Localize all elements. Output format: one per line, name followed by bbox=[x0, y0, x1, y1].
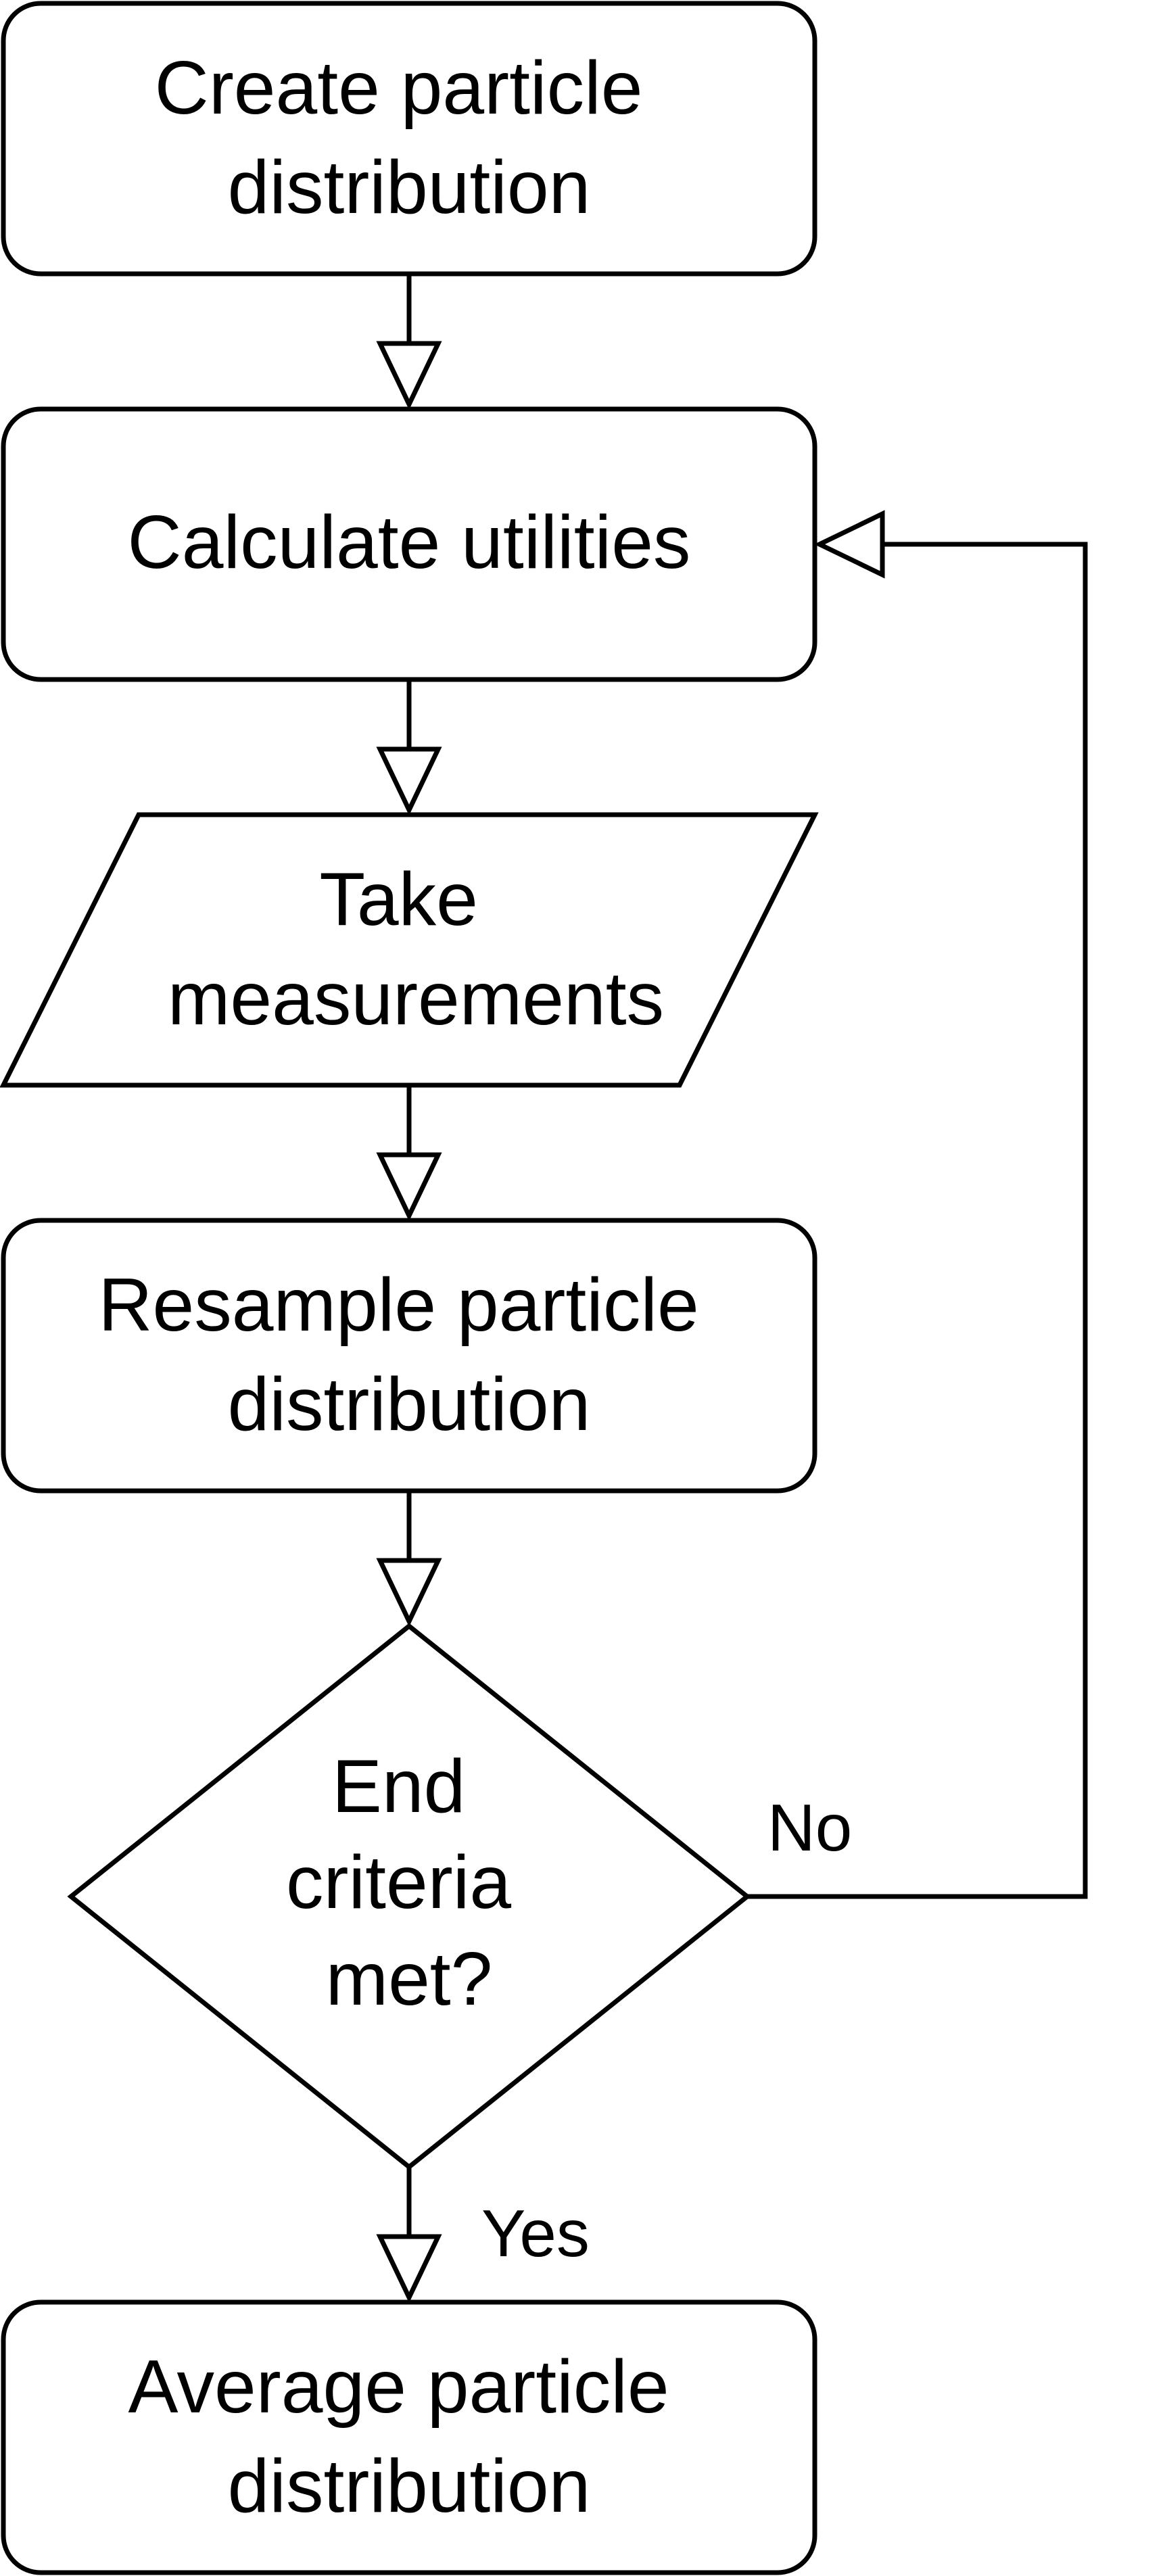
node-calculate-shape bbox=[1, 406, 817, 682]
edge-decision-no-loop bbox=[747, 542, 1088, 1899]
node-resample-line-1: Resample particle bbox=[98, 1263, 698, 1347]
node-average-label: Average particle distribution bbox=[128, 2345, 690, 2528]
node-average-particle-distribution: Average particle distribution bbox=[1, 2299, 817, 2575]
arrowhead-loop-into-calculate bbox=[813, 510, 885, 579]
node-decision-line-2: criteria bbox=[286, 1840, 511, 1924]
node-decision-shape bbox=[67, 1623, 751, 2170]
node-take-measurements: Take measurements bbox=[0, 812, 819, 1088]
node-resample-line-2: distribution bbox=[228, 1362, 591, 1446]
node-resample-label: Resample particle distribution bbox=[98, 1263, 719, 1446]
node-create-line-2: distribution bbox=[228, 145, 591, 229]
node-calculate-utilities: Calculate utilities bbox=[1, 406, 817, 682]
node-end-criteria-decision: End criteria met? bbox=[67, 1623, 751, 2170]
arrowhead-into-average bbox=[376, 2234, 442, 2304]
node-calculate-label: Calculate utilities bbox=[128, 500, 691, 584]
node-calculate-line-1: Calculate utilities bbox=[128, 500, 691, 584]
arrowhead-into-calculate bbox=[376, 341, 442, 410]
node-create-shape bbox=[1, 1, 817, 277]
node-decision-line-3: met? bbox=[326, 1937, 493, 2021]
node-average-line-2: distribution bbox=[228, 2444, 591, 2528]
node-decision-line-1: End bbox=[332, 1744, 466, 1828]
node-create-particle-distribution: Create particle distribution bbox=[1, 1, 817, 277]
node-resample-particle-distribution: Resample particle distribution bbox=[1, 1218, 817, 1494]
arrowhead-into-resample bbox=[376, 1152, 442, 1222]
arrowhead-into-measure bbox=[376, 746, 442, 816]
node-average-shape bbox=[1, 2299, 817, 2575]
node-measure-line-2: measurements bbox=[168, 957, 664, 1041]
arrowheads bbox=[376, 341, 885, 2304]
node-create-line-1: Create particle bbox=[155, 46, 643, 130]
node-create-label: Create particle distribution bbox=[155, 46, 664, 229]
edge-label-yes: Yes bbox=[481, 2196, 590, 2270]
node-average-line-1: Average particle bbox=[128, 2345, 669, 2429]
node-resample-shape bbox=[1, 1218, 817, 1494]
edge-label-no: No bbox=[767, 1790, 852, 1865]
node-decision-label: End criteria met? bbox=[286, 1744, 532, 2021]
edges bbox=[406, 274, 1088, 2237]
node-measure-line-1: Take bbox=[319, 857, 477, 941]
arrowhead-into-decision bbox=[376, 1558, 442, 1627]
node-measure-shape bbox=[0, 812, 819, 1088]
node-measure-label: Take measurements bbox=[168, 857, 664, 1041]
